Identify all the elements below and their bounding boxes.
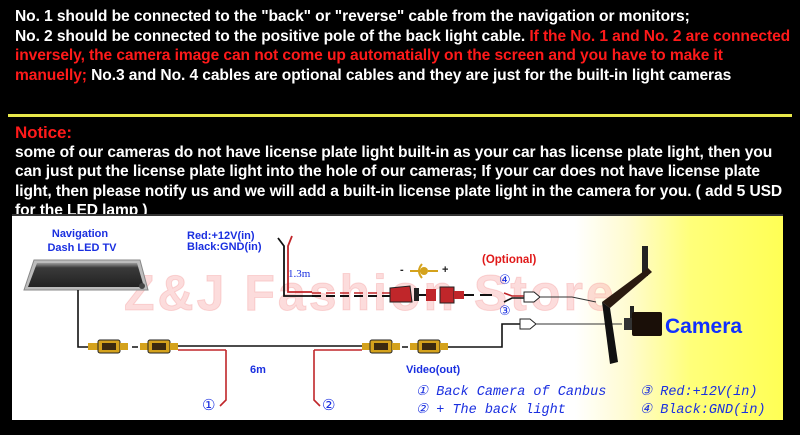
optional-plug-icon (523, 291, 541, 303)
power-cable-length: 1.3m (288, 268, 311, 280)
power-connector-chain (389, 285, 492, 304)
monitor-label-line1: Navigation (51, 228, 109, 240)
wiring-svg (23, 235, 662, 407)
led-lamp-icon (410, 263, 438, 279)
optional-wire-black (503, 297, 524, 303)
wiring-instructions: No. 1 should be connected to the "back" … (15, 7, 795, 85)
legend-text: + The back light (436, 403, 566, 418)
legend-item-3: ③ Red:+12V(in) (640, 384, 757, 402)
notice-title: Notice: (15, 123, 72, 142)
legend-item-1: ① Back Camera of Canbus (416, 384, 606, 402)
optional-label: (Optional) (482, 254, 537, 266)
notice-body: some of our cameras do not have license … (15, 143, 783, 220)
yellow-divider (8, 114, 792, 117)
power-cable-red (287, 235, 312, 293)
legend-text: Black:GND(in) (660, 403, 766, 418)
inverse-warning: If the No. 1 and No. 2 are connected inv… (15, 27, 791, 84)
trigger-wire-2 (313, 350, 321, 407)
optional-cables-note: No.3 and No. 4 cables are optional cable… (86, 66, 732, 84)
instruction-line-2: No. 2 should be connected to the positiv… (15, 27, 530, 45)
instruction-line-1: No. 1 should be connected to the "back" … (15, 8, 690, 25)
power-label-black: Black:GND(in) (187, 241, 262, 253)
camera-body-icon (624, 312, 662, 336)
legend-marker: ② (416, 403, 429, 418)
legend-text: Back Camera of Canbus (436, 385, 607, 400)
legend-item-4: ④ Black:GND(in) (640, 402, 766, 420)
legend-marker: ③ (640, 385, 653, 400)
marker-2: ② (322, 396, 336, 414)
marker-4: ④ (499, 273, 511, 288)
legend-marker: ④ (640, 403, 653, 418)
camera-video-cable (448, 323, 520, 348)
wiring-diagram: Z&J Fashion Store (12, 214, 783, 420)
camera-bracket-icon (602, 246, 652, 364)
optional-wire-red (503, 292, 524, 297)
camera-label: Camera (665, 315, 743, 338)
monitor-video-cable (77, 290, 88, 348)
rca-connector-right (362, 339, 448, 354)
video-out-label: Video(out) (406, 364, 461, 376)
dash-monitor-icon (23, 259, 149, 291)
power-cable-black (277, 237, 312, 297)
main-cable-length: 6m (250, 364, 266, 376)
legend-marker: ① (416, 385, 429, 400)
rca-connector-left (88, 339, 178, 354)
notice-section: Notice: some of our cameras do not have … (15, 123, 795, 221)
video-plug-icon (519, 318, 537, 330)
led-minus: - (400, 264, 404, 276)
legend-item-2: ② + The back light (416, 402, 566, 420)
trigger-wire-1 (219, 350, 227, 407)
led-plus: + (442, 264, 449, 276)
marker-1: ① (202, 396, 216, 414)
marker-3: ③ (499, 304, 511, 319)
legend-text: Red:+12V(in) (660, 385, 758, 400)
monitor-label-line2: Dash LED TV (47, 242, 117, 254)
power-label-red: Red:+12V(in) (187, 230, 255, 242)
